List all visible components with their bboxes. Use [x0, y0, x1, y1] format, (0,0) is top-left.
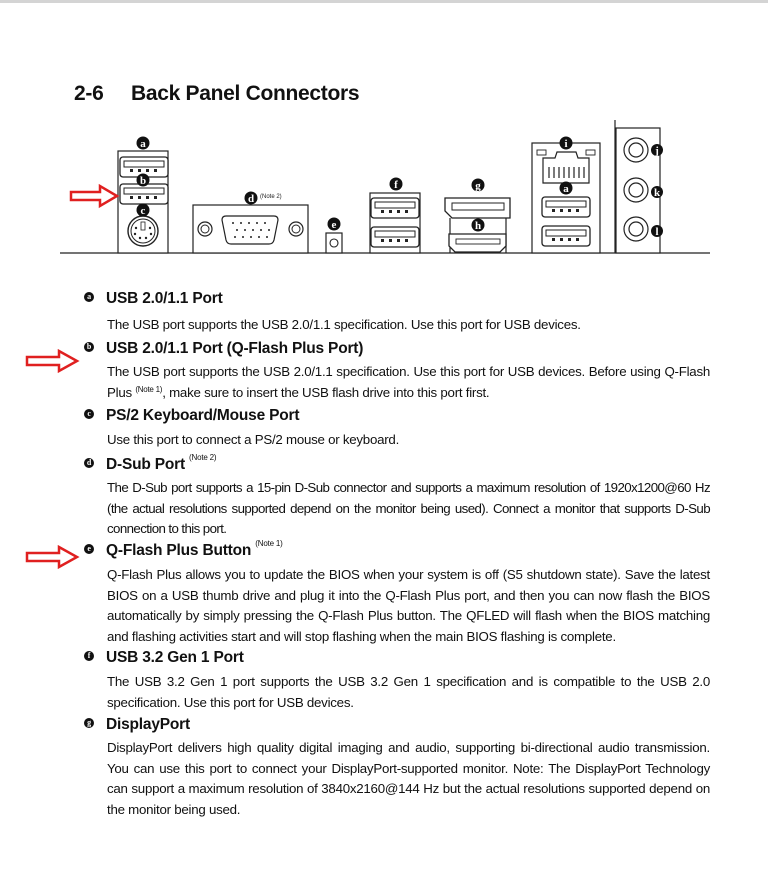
badge-a-lan-text: a [563, 183, 569, 195]
ps2-port [127, 215, 159, 247]
section-heading-displayport: g DisplayPort [84, 716, 190, 734]
badge-k-text: k [654, 187, 661, 199]
bullet-f-icon: f [84, 650, 94, 661]
section-heading-usb2-qflash: b USB 2.0/1.1 Port (Q-Flash Plus Port) [84, 340, 363, 358]
usb2-ps2-stack [117, 150, 169, 254]
badge-a: a [136, 136, 150, 150]
note-ref: (Note 1) [135, 384, 163, 394]
badge-c: c [136, 203, 150, 217]
section-body-dsub: The D-Sub port supports a 15-pin D-Sub c… [107, 480, 711, 536]
back-panel-illustration: a b c d e f g h i a j k l (Note 2) [60, 120, 710, 254]
section-number: 2-6 [74, 82, 104, 105]
section-body-usb3: The USB 3.2 Gen 1 port supports the USB … [107, 674, 710, 710]
section-title-text: USB 3.2 Gen 1 Port [106, 649, 244, 666]
badge-k: k [651, 186, 663, 199]
badge-e-text: e [332, 219, 337, 231]
displayport-hdmi-stack [444, 197, 511, 253]
badge-d: d [244, 191, 258, 205]
note-ref: (Note 2) [189, 453, 217, 462]
bullet-a-icon: a [84, 291, 94, 302]
highlight-arrow-section-b [25, 349, 80, 373]
section-heading-dsub: d D-Sub Port (Note 2) [84, 453, 217, 474]
bullet-b-icon: b [84, 341, 94, 352]
badge-i-text: i [564, 138, 567, 150]
badge-e: e [327, 217, 341, 231]
section-body-usb2-qflash: The USB port supports the USB 2.0/1.1 sp… [107, 362, 710, 403]
usb2-port-b-qflash [119, 183, 169, 205]
badge-d-text: d [248, 193, 254, 205]
bullet-g-icon: g [84, 717, 94, 728]
badge-l-text: l [655, 226, 658, 238]
badge-h-text: h [475, 220, 481, 232]
page-title: 2-6 Back Panel Connectors [74, 82, 360, 106]
usb3-gen1-stack [369, 192, 421, 254]
section-body-displayport: DisplayPort delivers high quality digita… [107, 740, 710, 817]
bullet-c-icon: c [84, 408, 94, 419]
badge-b-text: b [140, 175, 146, 187]
section-heading-ps2: c PS/2 Keyboard/Mouse Port [84, 407, 300, 425]
badge-l: l [651, 225, 663, 238]
badge-c-text: c [141, 205, 146, 217]
viewer-top-border [0, 0, 768, 3]
body-text: , make sure to insert the USB flash driv… [162, 384, 490, 400]
bullet-e-icon: e [84, 543, 94, 554]
section-title: Back Panel Connectors [131, 82, 360, 105]
bullet-d-icon: d [84, 457, 94, 468]
note-ref: (Note 1) [255, 539, 283, 548]
dsub-port [192, 204, 309, 254]
back-panel-diagram: a b c d e f g h i a j k l (Note 2) [0, 120, 768, 280]
badge-g: g [471, 178, 485, 192]
section-heading-qflash-button: e Q-Flash Plus Button (Note 1) [84, 539, 283, 560]
badge-f-text: f [394, 179, 398, 191]
badge-g-text: g [475, 180, 481, 192]
dsub-note-label: (Note 2) [260, 194, 282, 200]
section-title-text: USB 2.0/1.1 Port (Q-Flash Plus Port) [106, 340, 364, 357]
badge-j-text: j [654, 145, 659, 157]
badge-j: j [651, 144, 663, 157]
badge-f: f [389, 177, 403, 191]
body-text: The USB port supports the USB 2.0/1.1 sp… [107, 364, 710, 400]
badge-i: i [559, 136, 573, 150]
lan-usb-stack [531, 142, 601, 254]
section-heading-usb2: a USB 2.0/1.1 Port [84, 290, 223, 308]
section-title-text: Q-Flash Plus Button [106, 542, 252, 559]
section-title-text: PS/2 Keyboard/Mouse Port [106, 407, 300, 424]
qflash-plus-button [325, 232, 343, 254]
highlight-arrow-usb-b [69, 183, 120, 209]
badge-b: b [136, 173, 150, 187]
section-body-ps2: Use this port to connect a PS/2 mouse or… [107, 432, 400, 447]
section-title-text: USB 2.0/1.1 Port [106, 290, 223, 307]
badge-h: h [471, 218, 485, 232]
badge-a-text: a [140, 138, 146, 150]
highlight-arrow-section-e [25, 545, 80, 569]
section-title-text: D-Sub Port [106, 456, 185, 473]
section-body-usb2: The USB port supports the USB 2.0/1.1 sp… [107, 317, 581, 332]
badge-a-lan: a [559, 181, 573, 195]
section-heading-usb3: f USB 3.2 Gen 1 Port [84, 649, 244, 667]
section-title-text: DisplayPort [106, 716, 190, 733]
section-body-qflash-button: Q-Flash Plus allows you to update the BI… [107, 567, 710, 644]
